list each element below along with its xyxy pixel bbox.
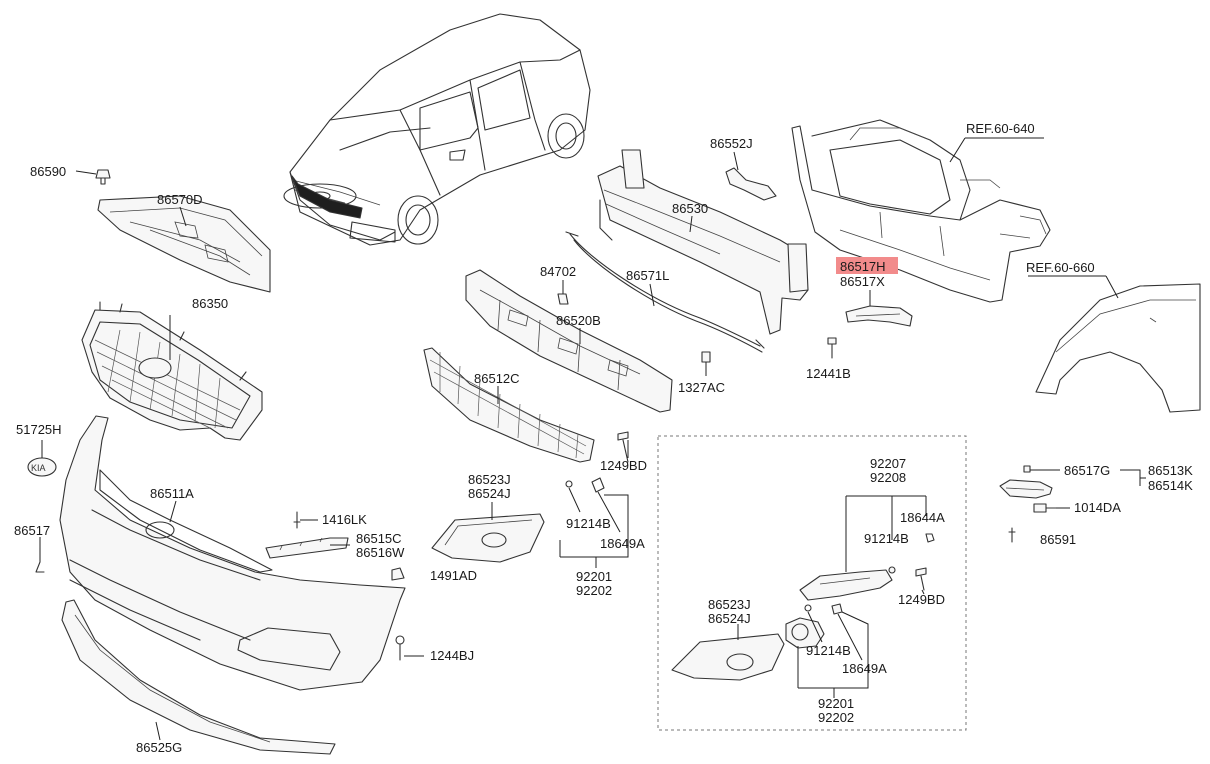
label-86523J-upper[interactable]: 86523J [468,472,511,487]
label-92202-upper[interactable]: 92202 [576,583,612,598]
part-86517-clip[interactable] [35,547,45,573]
label-18649A-upper[interactable]: 18649A [600,536,645,551]
label-86517G[interactable]: 86517G [1064,463,1110,478]
label-1327AC[interactable]: 1327AC [678,380,725,395]
label-86511A[interactable]: 86511A [150,486,194,501]
label-ref-60-660[interactable]: REF.60-660 [1026,260,1095,275]
part-86515C-reflector-strip[interactable] [265,537,349,559]
part-fog-lamp-lower-fasteners[interactable] [804,603,843,615]
label-86525G[interactable]: 86525G [136,740,182,755]
radiator-support-ref-60-640[interactable] [791,119,1051,303]
label-86517H[interactable]: 86517H [840,259,886,274]
label-86524J-upper[interactable]: 86524J [468,486,511,501]
part-86513K-bracket[interactable] [999,479,1053,499]
label-84702[interactable]: 84702 [540,264,576,279]
label-92208[interactable]: 92208 [870,470,906,485]
label-1491AD[interactable]: 1491AD [430,568,477,583]
label-1014DA[interactable]: 1014DA [1074,500,1121,515]
label-86552J[interactable]: 86552J [710,136,753,151]
label-92207[interactable]: 92207 [870,456,906,471]
part-86571L-bumper-strip[interactable] [565,231,765,353]
label-86517[interactable]: 86517 [14,523,50,538]
label-91214B-lower[interactable]: 91214B [806,643,851,658]
svg-text:KIA: KIA [31,463,46,473]
label-86517X[interactable]: 86517X [840,274,885,289]
part-84702-clip[interactable] [557,293,569,305]
part-86552J-bracket[interactable] [725,167,777,201]
part-91214B-screw-mid[interactable] [888,566,896,574]
part-86350-grille[interactable] [81,301,263,441]
label-86520B[interactable]: 86520B [556,313,601,328]
label-86523J-lower[interactable]: 86523J [708,597,751,612]
part-1014DA-bolt[interactable] [1033,503,1057,513]
label-86514K[interactable]: 86514K [1148,478,1193,493]
part-86517X-bracket[interactable] [845,305,913,327]
label-92202-lower[interactable]: 92202 [818,710,854,725]
label-86571L[interactable]: 86571L [626,268,669,283]
label-86591[interactable]: 86591 [1040,532,1076,547]
part-1244BJ-screw[interactable] [395,635,405,661]
label-86524J-lower[interactable]: 86524J [708,611,751,626]
part-1327AC-nut[interactable] [701,351,711,363]
fender-ref-60-660[interactable] [1035,283,1201,413]
label-91214B-mid[interactable]: 91214B [864,531,909,546]
label-86570D[interactable]: 86570D [157,192,203,207]
part-86530-bumper-rail[interactable] [597,149,809,335]
part-86590-clip[interactable] [95,169,111,185]
label-86515C[interactable]: 86515C [356,531,402,546]
part-86523J-fog-cover-upper[interactable] [431,513,545,563]
label-91214B-upper[interactable]: 91214B [566,516,611,531]
part-86591-clip[interactable] [1008,527,1016,543]
fog-lamp-variant-box [657,435,967,731]
label-86590[interactable]: 86590 [30,164,66,179]
label-1249BD-upper[interactable]: 1249BD [600,458,647,473]
label-86513K[interactable]: 86513K [1148,463,1193,478]
label-86350[interactable]: 86350 [192,296,228,311]
part-18644A-grommet[interactable] [925,533,935,543]
label-86516W[interactable]: 86516W [356,545,405,560]
label-92201-upper[interactable]: 92201 [576,569,612,584]
part-86525G-lower-lip[interactable] [61,599,336,755]
part-1249BD-screw-lower[interactable] [915,567,927,591]
part-12441B-screw[interactable] [827,337,837,359]
label-18644A[interactable]: 18644A [900,510,945,525]
part-51725H-emblem[interactable]: KIA [27,457,57,477]
label-12441B[interactable]: 12441B [806,366,851,381]
label-18649A-lower[interactable]: 18649A [842,661,887,676]
label-51725H[interactable]: 51725H [16,422,62,437]
label-86530[interactable]: 86530 [672,201,708,216]
part-86517G-clip[interactable] [1023,465,1031,473]
label-92201-lower[interactable]: 92201 [818,696,854,711]
part-92207-drl-lamp[interactable] [799,569,893,601]
part-86511A-front-bumper[interactable] [59,415,406,691]
part-86570D-shield[interactable] [97,195,271,293]
part-1491AD-clip[interactable] [391,567,405,581]
label-1244BJ[interactable]: 1244BJ [430,648,474,663]
label-1416LK[interactable]: 1416LK [322,512,367,527]
part-86520B-energy-absorber[interactable] [465,269,673,413]
label-1249BD-lower[interactable]: 1249BD [898,592,945,607]
part-86523J-fog-cover-lower[interactable] [671,633,785,681]
part-86512C-lower-grille[interactable] [423,347,595,463]
part-1416LK-screw[interactable] [293,511,301,529]
part-92201-fog-lamp-upper-fasteners[interactable] [559,477,629,558]
vehicle-illustration [283,13,591,246]
label-ref-60-640[interactable]: REF.60-640 [966,121,1035,136]
highlight-box [836,257,898,274]
label-86512C[interactable]: 86512C [474,371,520,386]
part-1249BD-screw-upper[interactable] [617,431,629,463]
